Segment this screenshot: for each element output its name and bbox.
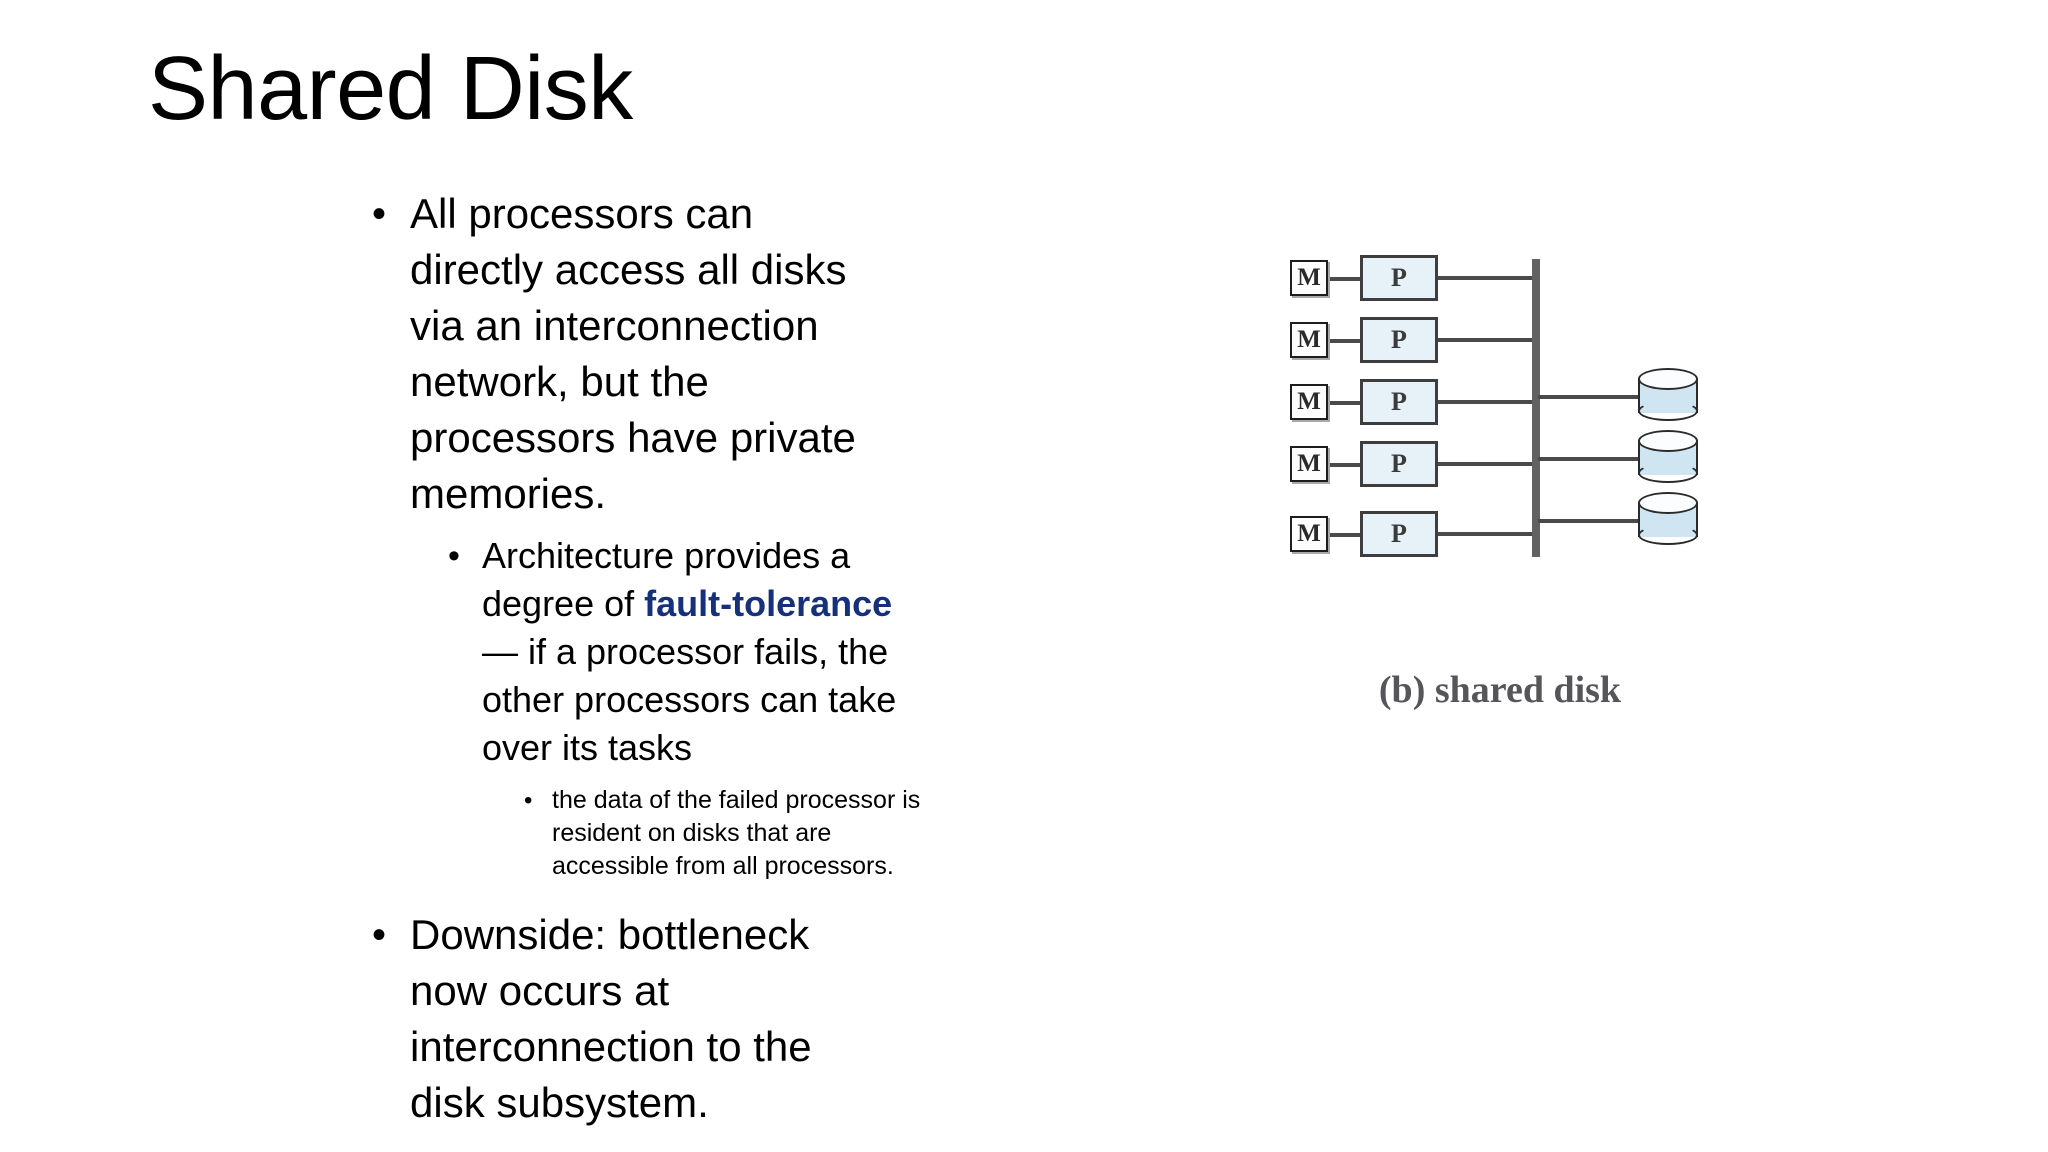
diagram-caption: (b) shared disk [1378,669,1622,711]
disk-top-ellipse [1638,492,1698,514]
processor-bus-link [1438,400,1536,404]
bullet-glyph-icon: • [524,787,533,814]
bullet-level2-architecture: • Architecture provides a degree of faul… [448,532,1072,772]
bullet-level1-processors: • All processors can directly access all… [372,186,1072,522]
processor-bus-link [1438,532,1536,536]
processor-box: P [1360,317,1438,363]
memory-box: M [1290,516,1328,552]
text-after-keyword: — if a processor fails, the other proces… [482,631,897,768]
processor-bus-link [1438,462,1536,466]
memory-processor-link [1330,277,1360,281]
text-before-keyword: Architecture provides a degree of [482,535,851,624]
bullet-level3-failed-data: • the data of the failed processor is re… [524,784,1072,883]
bullet-level2-architecture-text: Architecture provides a degree of fault-… [482,532,932,772]
memory-processor-link [1330,463,1360,467]
disk-cylinder [1638,430,1698,484]
memory-box: M [1290,260,1328,296]
bullet-level1-downside-text: Downside: bottleneck now occurs at inter… [410,911,812,1126]
processor-bus-link [1438,338,1536,342]
bus-disk-link [1538,395,1640,399]
disk-bottom-edge [1638,463,1698,483]
bullet-level3-failed-data-text: the data of the failed processor is resi… [552,786,921,880]
processor-box: P [1360,511,1438,557]
shared-disk-architecture-diagram: M P M P M P M P M P [1290,255,1710,575]
bus-disk-link [1538,457,1640,461]
memory-box: M [1290,384,1328,420]
bullet-glyph-icon: • [372,192,387,236]
bus-disk-link [1538,519,1640,523]
memory-processor-link [1330,533,1360,537]
disk-bottom-edge [1638,525,1698,545]
keyword-fault-tolerance: fault-tolerance [644,583,893,624]
interconnection-bus [1532,259,1540,557]
processor-box: P [1360,441,1438,487]
slide-body: • All processors can directly access all… [372,186,1072,1131]
memory-box: M [1290,446,1328,482]
bullet-level1-processors-text: All processors can directly access all d… [410,190,856,517]
bullet-glyph-icon: • [448,537,460,575]
disk-top-ellipse [1638,368,1698,390]
disk-top-ellipse [1638,430,1698,452]
page-title: Shared Disk [148,39,633,139]
bullet-glyph-icon: • [372,913,387,957]
bullet-level1-downside: • Downside: bottleneck now occurs at int… [372,907,1072,1131]
disk-cylinder [1638,368,1698,422]
memory-processor-link [1330,339,1360,343]
processor-bus-link [1438,276,1536,280]
memory-box: M [1290,322,1328,358]
memory-processor-link [1330,401,1360,405]
processor-box: P [1360,255,1438,301]
processor-box: P [1360,379,1438,425]
disk-bottom-edge [1638,401,1698,421]
paragraph-spacer [372,883,1072,907]
disk-cylinder [1638,492,1698,546]
